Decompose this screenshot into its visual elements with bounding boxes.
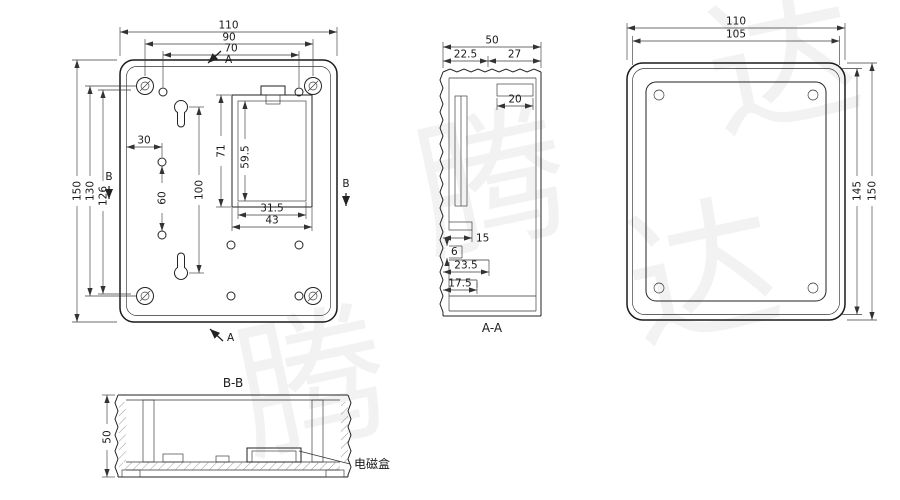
dim-aa-27: 27 <box>488 49 541 64</box>
dim-label: 60 <box>157 191 169 204</box>
dim-bb-50: 50 <box>102 394 115 478</box>
dim-label: 150 <box>867 181 879 201</box>
watermark-char: 腾 <box>401 84 584 285</box>
dim-label: 17.5 <box>448 278 471 290</box>
dim-aa-20: 20 <box>496 94 534 110</box>
keyhole-slot-bottom <box>174 252 188 280</box>
solenoid-callout: 电磁盒 <box>298 450 390 471</box>
dim-label: 31.5 <box>260 203 283 215</box>
dim-label: 100 <box>194 180 206 200</box>
watermark-char: 达 <box>691 0 874 165</box>
dim-label: 70 <box>224 43 237 55</box>
dim-front-71: 71 <box>216 94 231 208</box>
section-bb-body <box>114 394 352 478</box>
dim-label: 105 <box>726 29 746 41</box>
dim-label: 71 <box>216 144 228 157</box>
dim-label: 43 <box>265 215 278 227</box>
dim-label: 110 <box>218 20 238 32</box>
dim-front-100: 100 <box>189 106 206 274</box>
dim-front-60: 60 <box>157 166 169 231</box>
section-marker-b-left: B <box>105 171 113 199</box>
dim-label: 126 <box>98 186 110 206</box>
section-aa-view: 50 22.5 27 20 15 6 23.5 <box>439 35 542 335</box>
dim-front-59_5: 59.5 <box>240 101 252 201</box>
dim-front-43: 43 <box>231 208 313 231</box>
corner-screw <box>304 77 322 95</box>
dim-back-105: 105 <box>632 29 840 65</box>
solenoid-callout-label: 电磁盒 <box>354 456 390 471</box>
watermark-char: 达 <box>611 174 794 375</box>
dim-front-126: 126 <box>98 89 131 295</box>
section-letter: A <box>227 332 235 344</box>
dim-label: 20 <box>508 94 521 106</box>
dim-label: 59.5 <box>240 145 252 168</box>
dim-label: 150 <box>72 181 84 201</box>
dim-front-130: 130 <box>85 85 136 297</box>
dim-label: 50 <box>102 430 114 443</box>
dim-back-145: 145 <box>841 68 864 315</box>
dim-aa-22_5: 22.5 <box>443 49 489 67</box>
section-letter: A <box>225 54 233 66</box>
section-aa-body <box>439 68 542 317</box>
dim-front-90: 90 <box>144 32 314 76</box>
back-view-body <box>626 62 846 321</box>
corner-screw <box>304 287 322 305</box>
dim-aa-50: 50 <box>442 35 542 68</box>
dim-back-110: 110 <box>626 16 846 60</box>
dim-label: 50 <box>485 35 498 47</box>
dim-label: 30 <box>137 135 150 147</box>
recess-window <box>231 85 313 208</box>
section-letter: B <box>342 178 349 190</box>
corner-screw <box>136 287 154 305</box>
dim-front-30: 30 <box>126 135 163 157</box>
mounting-holes <box>157 87 304 301</box>
dim-front-31_5: 31.5 <box>237 202 307 219</box>
dim-label: 27 <box>508 49 521 61</box>
section-bb-view: B-B 电磁盒 50 <box>102 376 390 478</box>
dim-label: 23.5 <box>454 260 477 272</box>
section-aa-title: A-A <box>482 321 503 335</box>
dim-front-110: 110 <box>119 20 338 56</box>
section-hatch <box>119 402 126 462</box>
keyhole-slot-top <box>174 100 188 128</box>
dim-label: 90 <box>222 32 235 44</box>
corner-screw <box>136 77 154 95</box>
dim-aa-6: 6 <box>444 238 458 266</box>
section-hatch <box>119 462 340 470</box>
dim-label: 145 <box>852 181 864 201</box>
section-marker-b-right: B <box>342 178 350 206</box>
dim-aa-23_5: 23.5 <box>443 260 490 276</box>
section-hatch <box>341 402 348 462</box>
section-marker-a-top: A <box>207 50 233 66</box>
dim-label: 6 <box>451 246 458 258</box>
front-view-body <box>119 59 338 323</box>
section-bb-title: B-B <box>223 376 243 390</box>
dim-label: 130 <box>85 181 97 201</box>
section-marker-a-bottom: A <box>209 328 235 344</box>
front-view: 110 90 70 150 130 126 <box>72 20 350 344</box>
dim-label: 22.5 <box>454 49 477 61</box>
dim-back-150: 150 <box>847 62 879 321</box>
watermark: 腾 达 腾 达 <box>221 0 874 485</box>
dim-label: 110 <box>726 16 746 28</box>
dim-front-150: 150 <box>72 59 117 323</box>
section-letter: B <box>105 171 112 183</box>
dim-label: 15 <box>476 233 489 245</box>
dim-front-70: 70 <box>162 43 300 87</box>
dim-aa-17_5: 17.5 <box>443 278 478 294</box>
watermark-char: 腾 <box>221 284 404 485</box>
back-view: 110 105 145 150 <box>626 16 879 321</box>
